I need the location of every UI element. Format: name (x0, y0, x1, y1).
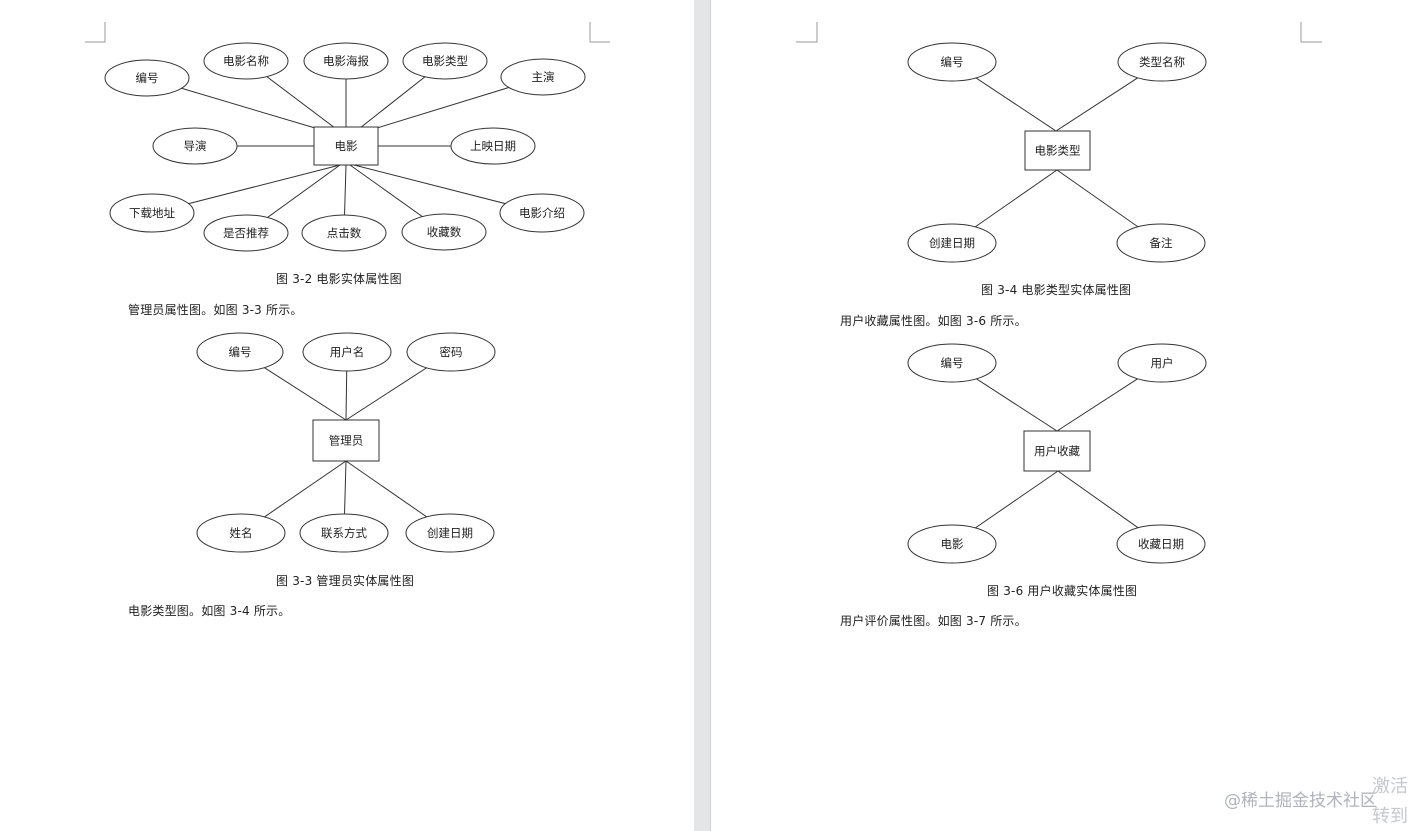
movie-type-attribute-label: 类型名称 (1139, 55, 1185, 69)
admin-attribute-ellipse (299, 513, 389, 553)
admin-attribute-label: 密码 (440, 345, 463, 359)
movie-attribute-label: 编号 (136, 71, 159, 85)
movie-attribute-label: 收藏数 (427, 225, 462, 239)
admin-attribute-ellipse (405, 513, 495, 553)
movie-type-attribute-ellipse (907, 223, 997, 263)
paragraph-movie-type: 电影类型图。如图 3-4 所示。 (128, 604, 291, 618)
favorite-attribute-ellipse (1116, 524, 1206, 564)
admin-attribute-label: 创建日期 (427, 526, 473, 540)
page-corner-mark (85, 22, 106, 43)
paragraph-review: 用户评价属性图。如图 3-7 所示。 (840, 614, 1027, 628)
admin-attribute-label: 姓名 (230, 526, 253, 540)
figure-caption-favorite: 图 3-6 用户收藏实体属性图 (987, 584, 1138, 598)
figure-caption-movie-type: 图 3-4 电影类型实体属性图 (981, 283, 1132, 297)
movie-attribute-ellipse (109, 193, 195, 233)
movie-attribute-label: 导演 (184, 139, 207, 153)
movie-attribute-ellipse (303, 42, 389, 80)
movie-attribute-ellipse (301, 214, 387, 252)
page-gutter (694, 0, 711, 831)
movie-attribute-ellipse (104, 59, 190, 97)
favorite-attribute-label: 编号 (941, 356, 964, 370)
page-corner-mark (1300, 22, 1322, 43)
movie-type-attribute-ellipse (1116, 223, 1206, 263)
paragraph-favorite: 用户收藏属性图。如图 3-6 所示。 (840, 314, 1027, 328)
movie-attribute-label: 电影类型 (422, 54, 468, 68)
movie-attribute-ellipse (203, 42, 289, 80)
favorite-entity-box (1023, 430, 1091, 472)
movie-entity-label: 电影 (335, 139, 358, 153)
movie-attribute-ellipse (450, 127, 536, 165)
admin-attribute-label: 编号 (229, 345, 252, 359)
movie-attribute-ellipse (499, 193, 585, 233)
page-corner-mark (589, 22, 610, 43)
movie-type-attribute-ellipse (1117, 42, 1207, 82)
movie-attribute-ellipse (203, 214, 289, 252)
movie-type-attribute-label: 备注 (1150, 236, 1173, 250)
watermark: @稀土掘金技术社区 (1224, 791, 1377, 811)
movie-attribute-label: 点击数 (327, 226, 362, 240)
movie-attribute-ellipse (402, 42, 488, 80)
movie-attribute-label: 电影名称 (223, 54, 269, 68)
movie-attribute-label: 主演 (532, 70, 555, 84)
admin-attribute-ellipse (196, 513, 286, 553)
movie-type-attribute-label: 编号 (941, 55, 964, 69)
figure-caption-movie: 图 3-2 电影实体属性图 (276, 272, 402, 286)
movie-type-attribute-ellipse (907, 42, 997, 82)
movie-attribute-label: 电影介绍 (519, 206, 565, 220)
movie-attribute-ellipse (401, 213, 487, 251)
movie-entity-box (313, 126, 379, 166)
admin-attribute-label: 联系方式 (321, 526, 367, 540)
paragraph-admin: 管理员属性图。如图 3-3 所示。 (128, 303, 303, 317)
movie-attribute-label: 是否推荐 (223, 226, 269, 240)
activation-notice-line2: 转到 (1372, 806, 1408, 827)
admin-attribute-ellipse (406, 332, 496, 372)
admin-attribute-ellipse (196, 332, 284, 372)
admin-entity-label: 管理员 (329, 434, 364, 448)
activation-notice-line1: 激活 (1372, 776, 1408, 797)
admin-attribute-label: 用户名 (330, 345, 365, 359)
figure-caption-admin: 图 3-3 管理员实体属性图 (276, 574, 415, 588)
favorite-attribute-ellipse (1117, 343, 1207, 383)
movie-attribute-label: 上映日期 (470, 139, 516, 153)
favorite-attribute-label: 用户 (1151, 356, 1174, 370)
movie-type-entity-label: 电影类型 (1035, 144, 1081, 158)
admin-attribute-ellipse (302, 332, 392, 372)
movie-attribute-label: 电影海报 (323, 54, 369, 68)
favorite-attribute-label: 收藏日期 (1138, 537, 1184, 551)
movie-attribute-ellipse (500, 58, 586, 96)
movie-type-entity-box (1024, 130, 1091, 171)
page-corner-mark (796, 22, 818, 43)
favorite-attribute-label: 电影 (941, 537, 964, 551)
movie-type-attribute-label: 创建日期 (929, 236, 975, 250)
movie-attribute-ellipse (152, 127, 238, 165)
admin-entity-box (312, 419, 380, 462)
favorite-attribute-ellipse (907, 524, 997, 564)
favorite-attribute-ellipse (907, 343, 997, 383)
favorite-entity-label: 用户收藏 (1034, 444, 1080, 458)
movie-attribute-label: 下载地址 (129, 206, 175, 220)
